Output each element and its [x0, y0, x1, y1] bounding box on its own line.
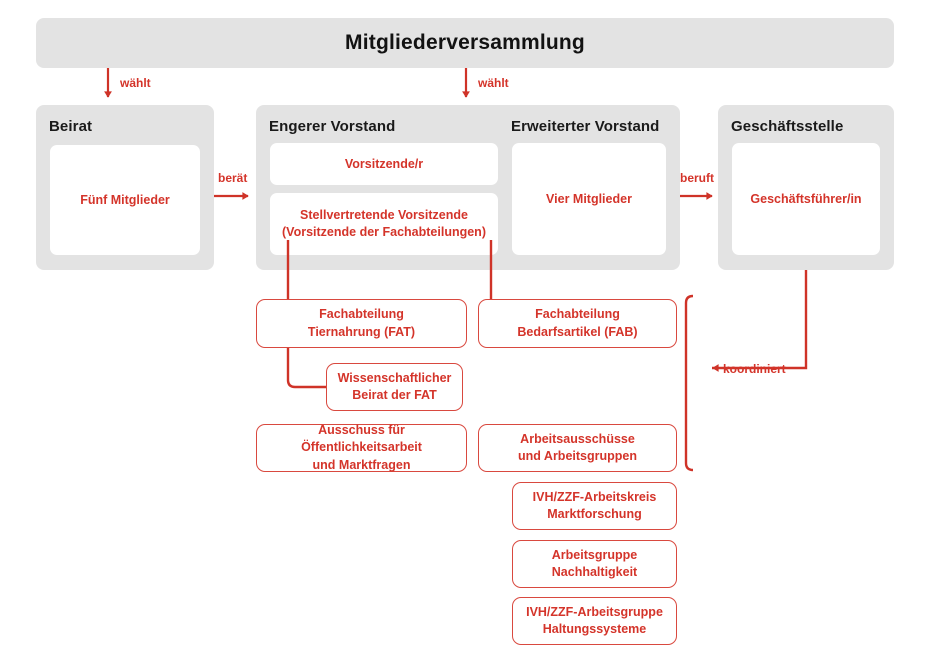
edge-label-koordiniert: koordiniert	[723, 362, 786, 376]
box-ivh-zzf-arbeitskreis-marktforschung: IVH/ZZF-Arbeitskreis Marktforschung	[512, 482, 677, 530]
box-fachabteilung-tiernahrung: Fachabteilung Tiernahrung (FAT)	[256, 299, 467, 348]
ausschuss-line-1: Ausschuss für Öffentlichkeitsarbeit	[301, 423, 422, 455]
box-arbeitsausschuesse-arbeitsgruppen: Arbeitsausschüsse und Arbeitsgruppen	[478, 424, 677, 472]
wiss-beirat-line-1: Wissenschaftlicher	[337, 370, 452, 385]
box-geschaeftsfuehrer: Geschäftsführer/in	[732, 143, 880, 255]
panel-mitgliederversammlung: Mitgliederversammlung	[36, 18, 894, 68]
banner-title: Mitgliederversammlung	[345, 31, 585, 54]
box-fachabteilung-bedarfsartikel: Fachabteilung Bedarfsartikel (FAB)	[478, 299, 677, 348]
edge-label-waehlt-left: wählt	[120, 76, 151, 90]
ausschuss-line-2: und Marktfragen	[312, 457, 411, 472]
panel-title-erweiterter-vorstand: Erweiterter Vorstand	[511, 118, 660, 135]
marktforschung-line-1: IVH/ZZF-Arbeitskreis	[532, 489, 657, 504]
panel-title-beirat: Beirat	[49, 118, 93, 135]
panel-beirat: Beirat Fünf Mitglieder	[36, 105, 214, 270]
fat-line-2: Tiernahrung (FAT)	[307, 324, 416, 339]
fab-line-2: Bedarfsartikel (FAB)	[517, 324, 638, 339]
fab-line-1: Fachabteilung	[535, 307, 620, 322]
haltungssysteme-line-2: Haltungssysteme	[542, 622, 647, 636]
nachhaltigkeit-line-2: Nachhaltigkeit	[551, 565, 638, 579]
nachhaltigkeit-line-1: Arbeitsgruppe	[551, 547, 638, 562]
edge-label-beraet: berät	[218, 171, 248, 185]
fat-line-1: Fachabteilung	[319, 307, 404, 322]
box-stellvertretende-vorsitzende: Stellvertretende Vorsitzende (Vorsitzend…	[270, 193, 498, 255]
box-vier-mitglieder: Vier Mitglieder	[512, 143, 666, 255]
box-ivh-zzf-arbeitsgruppe-haltungssysteme: IVH/ZZF-Arbeitsgruppe Haltungssysteme	[512, 597, 677, 645]
box-vorsitzende: Vorsitzende/r	[270, 143, 498, 185]
edge-label-beruft: beruft	[680, 171, 714, 185]
box-wissenschaftlicher-beirat-fat: Wissenschaftlicher Beirat der FAT	[326, 363, 463, 411]
line-fat-to-wiss-beirat	[286, 348, 328, 389]
haltungssysteme-line-1: IVH/ZZF-Arbeitsgruppe	[526, 604, 663, 619]
panel-geschaeftsstelle: Geschäftsstelle Geschäftsführer/in	[718, 105, 894, 270]
box-arbeitsgruppe-nachhaltigkeit: Arbeitsgruppe Nachhaltigkeit	[512, 540, 677, 588]
box-fuenf-mitglieder: Fünf Mitglieder	[50, 145, 200, 255]
box-ausschuss-oeffentlichkeitsarbeit: Ausschuss für Öffentlichkeitsarbeit und …	[256, 423, 467, 472]
stellvertretende-line-1: Stellvertretende Vorsitzende	[300, 208, 468, 223]
line-geschaeftsstelle-to-koordiniert	[712, 270, 808, 372]
stellvertretende-line-2: (Vorsitzende der Fachabteilungen)	[282, 225, 486, 239]
panel-title-engerer-vorstand: Engerer Vorstand	[269, 118, 396, 135]
edge-label-waehlt-right: wählt	[478, 76, 509, 90]
wiss-beirat-line-2: Beirat der FAT	[352, 388, 437, 402]
arbeitsausschuesse-line-2: und Arbeitsgruppen	[518, 449, 637, 463]
bracket-arbeitsausschuesse	[684, 294, 694, 472]
arbeitsausschuesse-line-1: Arbeitsausschüsse	[520, 431, 635, 446]
marktforschung-line-2: Marktforschung	[547, 507, 642, 521]
panel-vorstand: Engerer Vorstand Erweiterter Vorstand Vo…	[256, 105, 680, 270]
panel-title-geschaeftsstelle: Geschäftsstelle	[731, 118, 844, 135]
